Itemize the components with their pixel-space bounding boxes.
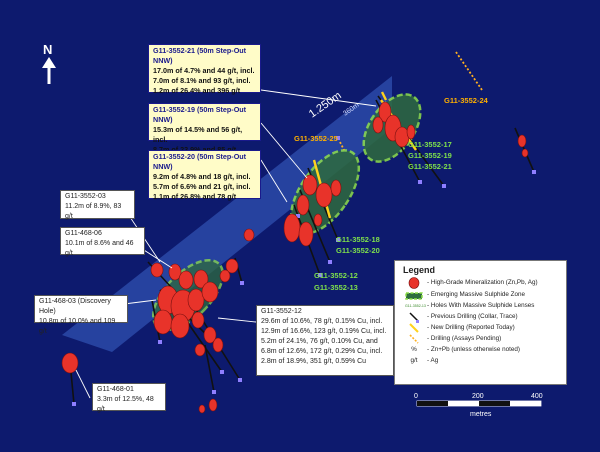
north-label: N — [43, 42, 52, 57]
note-line: 11.2m of 8.9%, 83 g/t — [65, 203, 122, 220]
legend-item-mineralization: - High-Grade Mineralization (Zn,Pb, Ag) — [427, 279, 538, 286]
callout-header: G11-3552-19 (50m Step-Out NNW) — [153, 105, 247, 124]
legend-item-previous-drilling: - Previous Drilling (Collar, Trace) — [427, 313, 518, 320]
callout-line: 9.2m of 4.8% and 18 g/t, incl. — [153, 172, 251, 181]
callout-g11-3552-20: G11-3552-20 (50m Step-Out NNW) 9.2m of 4… — [148, 150, 261, 201]
note-line: 12.9m of 16.6%, 123 g/t, 0.19% Cu, incl. — [261, 328, 387, 335]
scale-unit: metres — [470, 411, 492, 418]
note-line: 6.8m of 12.6%, 172 g/t, 0.29% Cu, incl. — [261, 348, 383, 355]
note-line: 5.2m of 24.1%, 76 g/t, 0.10% Cu, and — [261, 338, 378, 345]
hole-label-g11-3552-13: G11-3552-13 — [314, 283, 358, 292]
hole-label-g11-3552-25: G11-3552-25 — [294, 134, 338, 143]
legend-item-massive-sulphide-holes: - Holes With Massive Sulphide Lenses — [427, 302, 535, 309]
pending-drilling-swatch-icon — [409, 334, 419, 344]
note-g11-468-03: G11-468-03 (Discovery Hole) 10.8m of 10.… — [34, 295, 128, 335]
legend-item-sulphide-zone: - Emerging Massive Sulphide Zone — [427, 291, 525, 298]
note-title: G11-468-06 — [65, 230, 102, 237]
legend-title: Legend — [403, 265, 436, 275]
note-line: 10.1m of 8.6% and 46 g/t — [65, 240, 134, 257]
new-drilling-swatch-icon — [409, 323, 419, 333]
note-g11-3552-03: G11-3552-03 11.2m of 8.9%, 83 g/t — [60, 190, 135, 220]
note-line: 10.8m of 10.0% and 109 g/t — [39, 318, 116, 335]
note-line: 29.6m of 10.6%, 78 g/t, 0.15% Cu, incl. — [261, 318, 383, 325]
legend-symbol-hole-label: G11-3552-13 — [405, 304, 426, 308]
mineralization-swatch-icon — [408, 277, 420, 289]
legend-symbol-percent: % — [411, 346, 417, 353]
legend-item-new-drilling: - New Drilling (Reported Today) — [427, 324, 515, 331]
callout-header: G11-3552-21 (50m Step-Out NNW) — [153, 46, 247, 65]
note-title: G11-468-01 — [97, 386, 134, 393]
pending-drill-traces — [339, 51, 483, 151]
callout-g11-3552-21: G11-3552-21 (50m Step-Out NNW) 17.0m of … — [148, 44, 261, 95]
note-g11-3552-12: G11-3552-12 29.6m of 10.6%, 78 g/t, 0.15… — [256, 305, 394, 376]
callout-line: 8.7m of 23.9% and 85 g/t — [153, 145, 256, 155]
callout-line: 17.0m of 4.7% and 44 g/t, incl. — [153, 66, 255, 75]
note-title: G11-3552-03 — [65, 193, 106, 200]
legend: Legend - High-Grade Mineralization (Zn,P… — [394, 260, 567, 385]
callout-line: 5.7m of 6.6% and 21 g/t, incl. — [153, 182, 251, 191]
scale-tick-200: 200 — [472, 393, 484, 400]
hole-label-g11-3552-24: G11-3552-24 — [444, 96, 489, 105]
note-g11-468-06: G11-468-06 10.1m of 8.6% and 46 g/t — [60, 227, 145, 257]
callout-line: 7.0m of 8.1% and 93 g/t, incl. — [153, 76, 251, 85]
callout-line: 15.3m of 14.5% and 56 g/t, incl. — [153, 125, 243, 144]
note-title: G11-468-03 (Discovery Hole) — [39, 298, 111, 315]
legend-item-zn-pb: - Zn+Pb (unless otherwise noted) — [427, 346, 520, 353]
note-line: 3.3m of 12.5%, 48 g/t — [97, 396, 154, 413]
legend-item-ag: - Ag — [427, 357, 439, 364]
hole-label-g11-3552-17: G11-3552-17 — [408, 140, 452, 149]
callout-line: 1.2m of 26.4% and 396 g/t — [153, 86, 241, 95]
scale-tick-0: 0 — [414, 393, 418, 400]
hole-label-g11-3552-12: G11-3552-12 — [314, 271, 358, 280]
note-title: G11-3552-12 — [261, 308, 302, 315]
mineralization-pods — [61, 101, 529, 414]
scale-bar: 0 200 400 metres — [414, 393, 543, 418]
callout-header: G11-3552-20 (50m Step-Out NNW) — [153, 152, 247, 171]
sulphide-zone-swatch-icon — [405, 292, 423, 300]
note-line: 2.8m of 18.9%, 351 g/t, 0.59% Cu — [261, 358, 367, 365]
scale-tick-400: 400 — [531, 393, 543, 400]
hole-label-g11-3552-18: G11-3552-18 — [336, 235, 380, 244]
callout-line: 1.1m of 26.8% and 78 g/t — [153, 192, 237, 201]
hole-label-g11-3552-20: G11-3552-20 — [336, 246, 380, 255]
hole-label-g11-3552-21: G11-3552-21 — [408, 162, 452, 171]
previous-drilling-swatch-icon — [409, 312, 419, 323]
north-arrow-icon: N — [42, 42, 56, 84]
hole-label-g11-3552-19: G11-3552-19 — [408, 151, 452, 160]
note-g11-468-01: G11-468-01 3.3m of 12.5%, 48 g/t — [92, 383, 166, 413]
legend-item-pending-drilling: - Drilling (Assays Pending) — [427, 335, 502, 342]
callout-g11-3552-19: G11-3552-19 (50m Step-Out NNW) 15.3m of … — [148, 103, 261, 154]
section-band — [62, 76, 392, 352]
legend-symbol-gpt: g/t — [410, 357, 418, 364]
